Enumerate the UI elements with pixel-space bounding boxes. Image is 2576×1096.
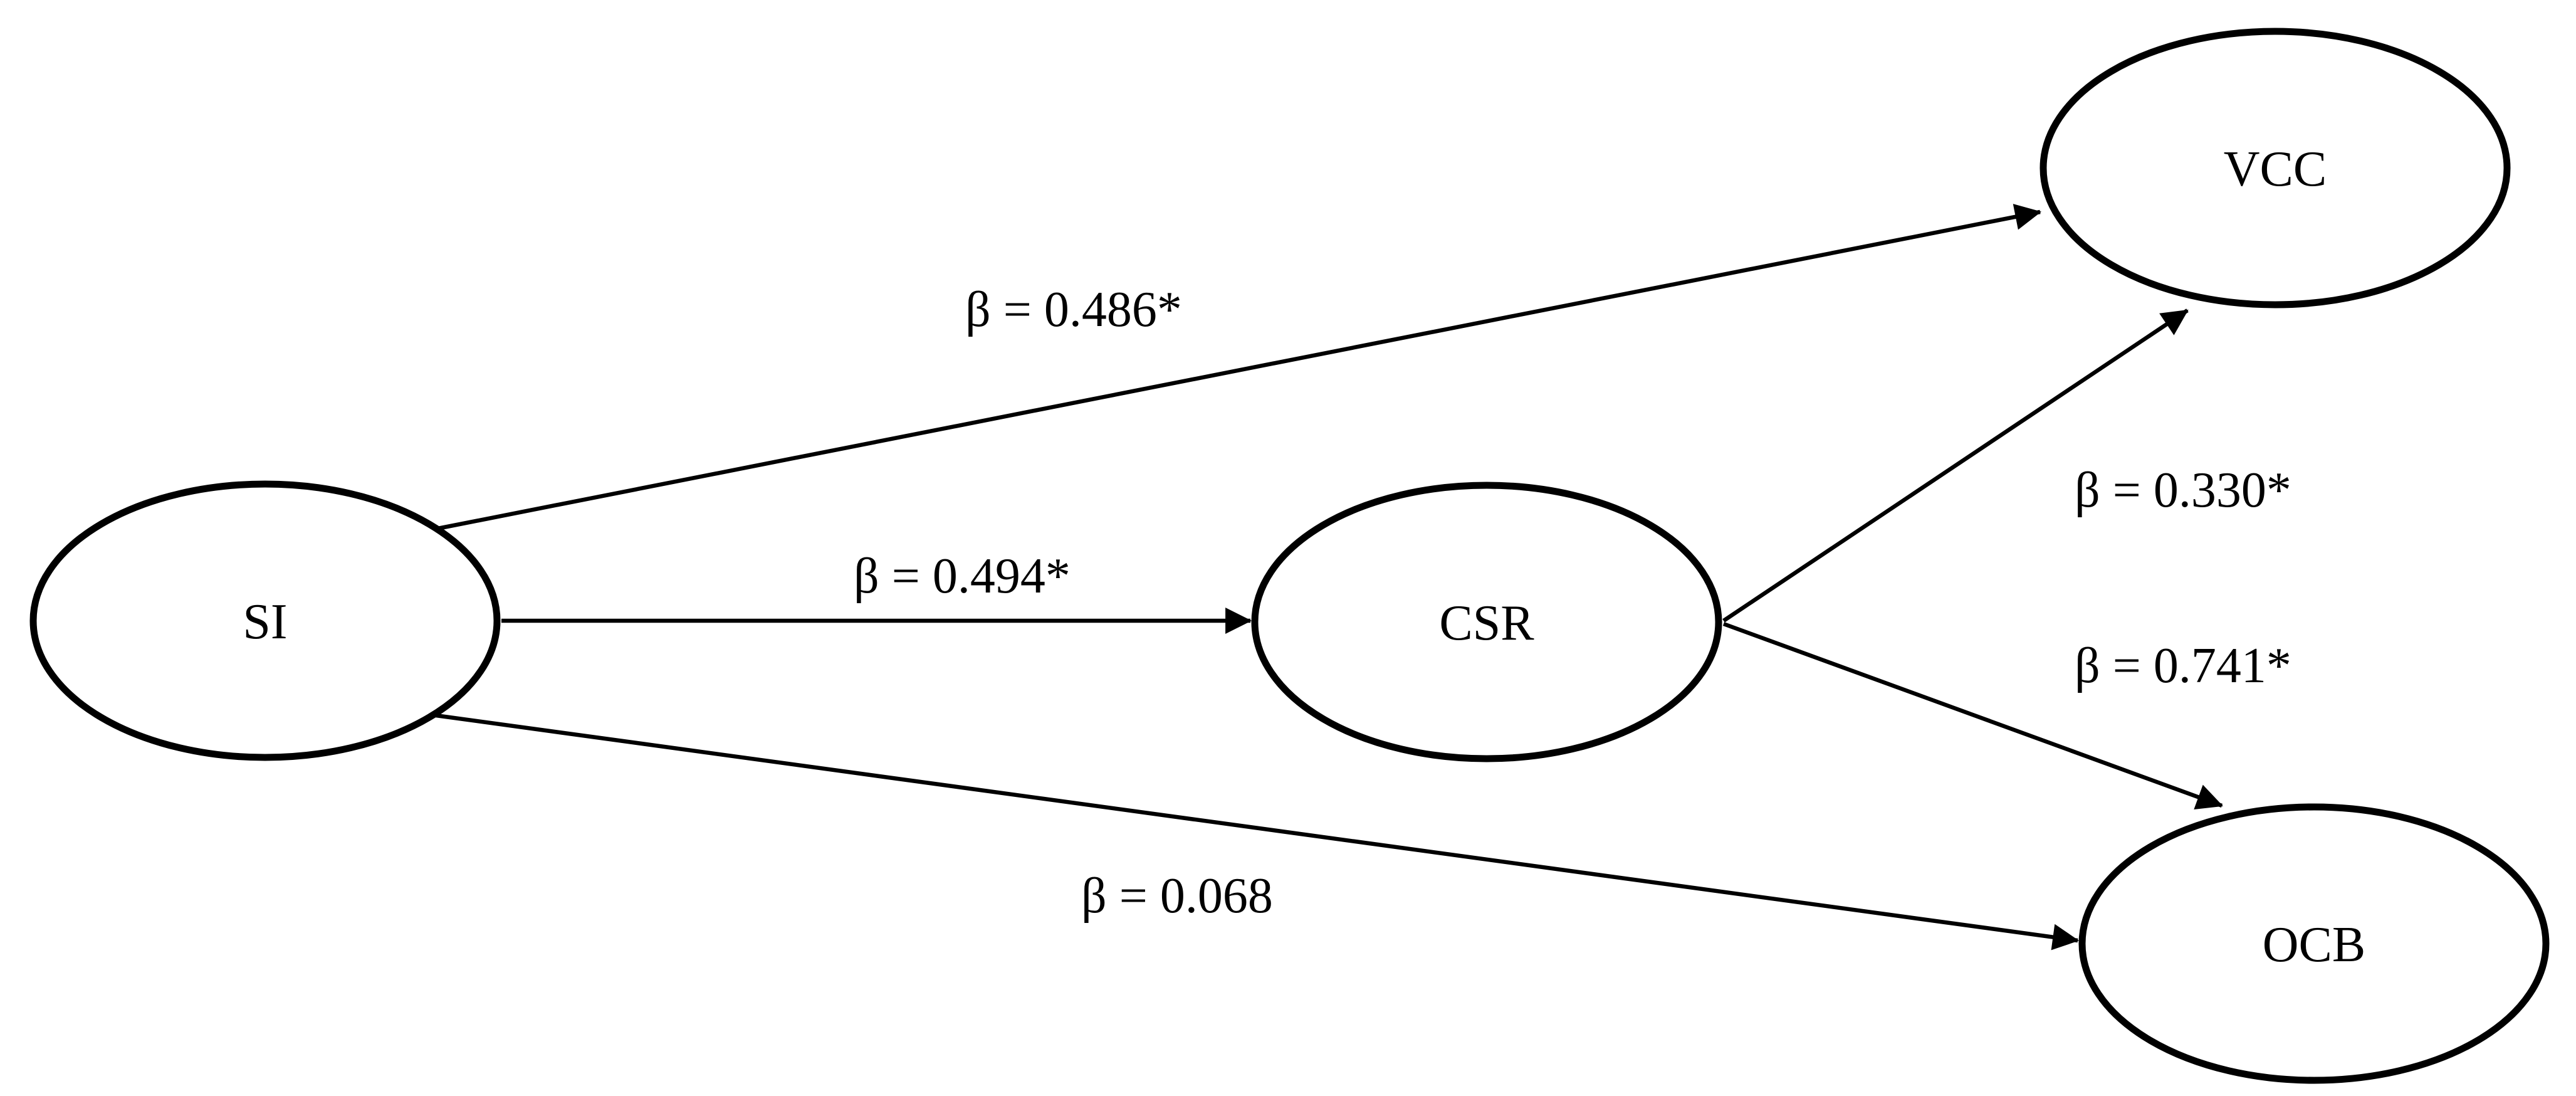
nodes: SI CSR VCC OCB — [29, 28, 2550, 1084]
node-vcc: VCC — [2039, 28, 2511, 308]
edge-csr-ocb — [1722, 621, 2223, 810]
node-csr: CSR — [1251, 482, 1722, 762]
edge-csr-vcc — [1722, 308, 2189, 623]
edge-si-csr-label: β = 0.494* — [854, 549, 1071, 604]
node-vcc-ellipse — [2039, 28, 2511, 308]
node-ocb: OCB — [2078, 803, 2550, 1084]
edge-labels: β = 0.486* β = 0.494* β = 0.068 β = 0.33… — [854, 282, 2291, 924]
edge-si-ocb — [431, 712, 2080, 951]
node-ocb-label: OCB — [2263, 917, 2366, 972]
edge-si-ocb-label: β = 0.068 — [1081, 868, 1273, 924]
edge-csr-ocb-label: β = 0.741* — [2075, 638, 2291, 693]
node-si-label: SI — [243, 594, 287, 650]
node-si-ellipse — [29, 480, 501, 761]
node-vcc-label: VCC — [2224, 142, 2327, 197]
edges — [431, 204, 2223, 951]
edge-si-vcc — [431, 204, 2042, 532]
node-csr-ellipse — [1251, 482, 1722, 762]
node-csr-label: CSR — [1439, 596, 1534, 651]
edge-si-vcc-label: β = 0.486* — [965, 282, 1182, 337]
node-si: SI — [29, 480, 501, 761]
edge-csr-vcc-label: β = 0.330* — [2075, 463, 2291, 518]
node-ocb-ellipse — [2078, 803, 2550, 1084]
